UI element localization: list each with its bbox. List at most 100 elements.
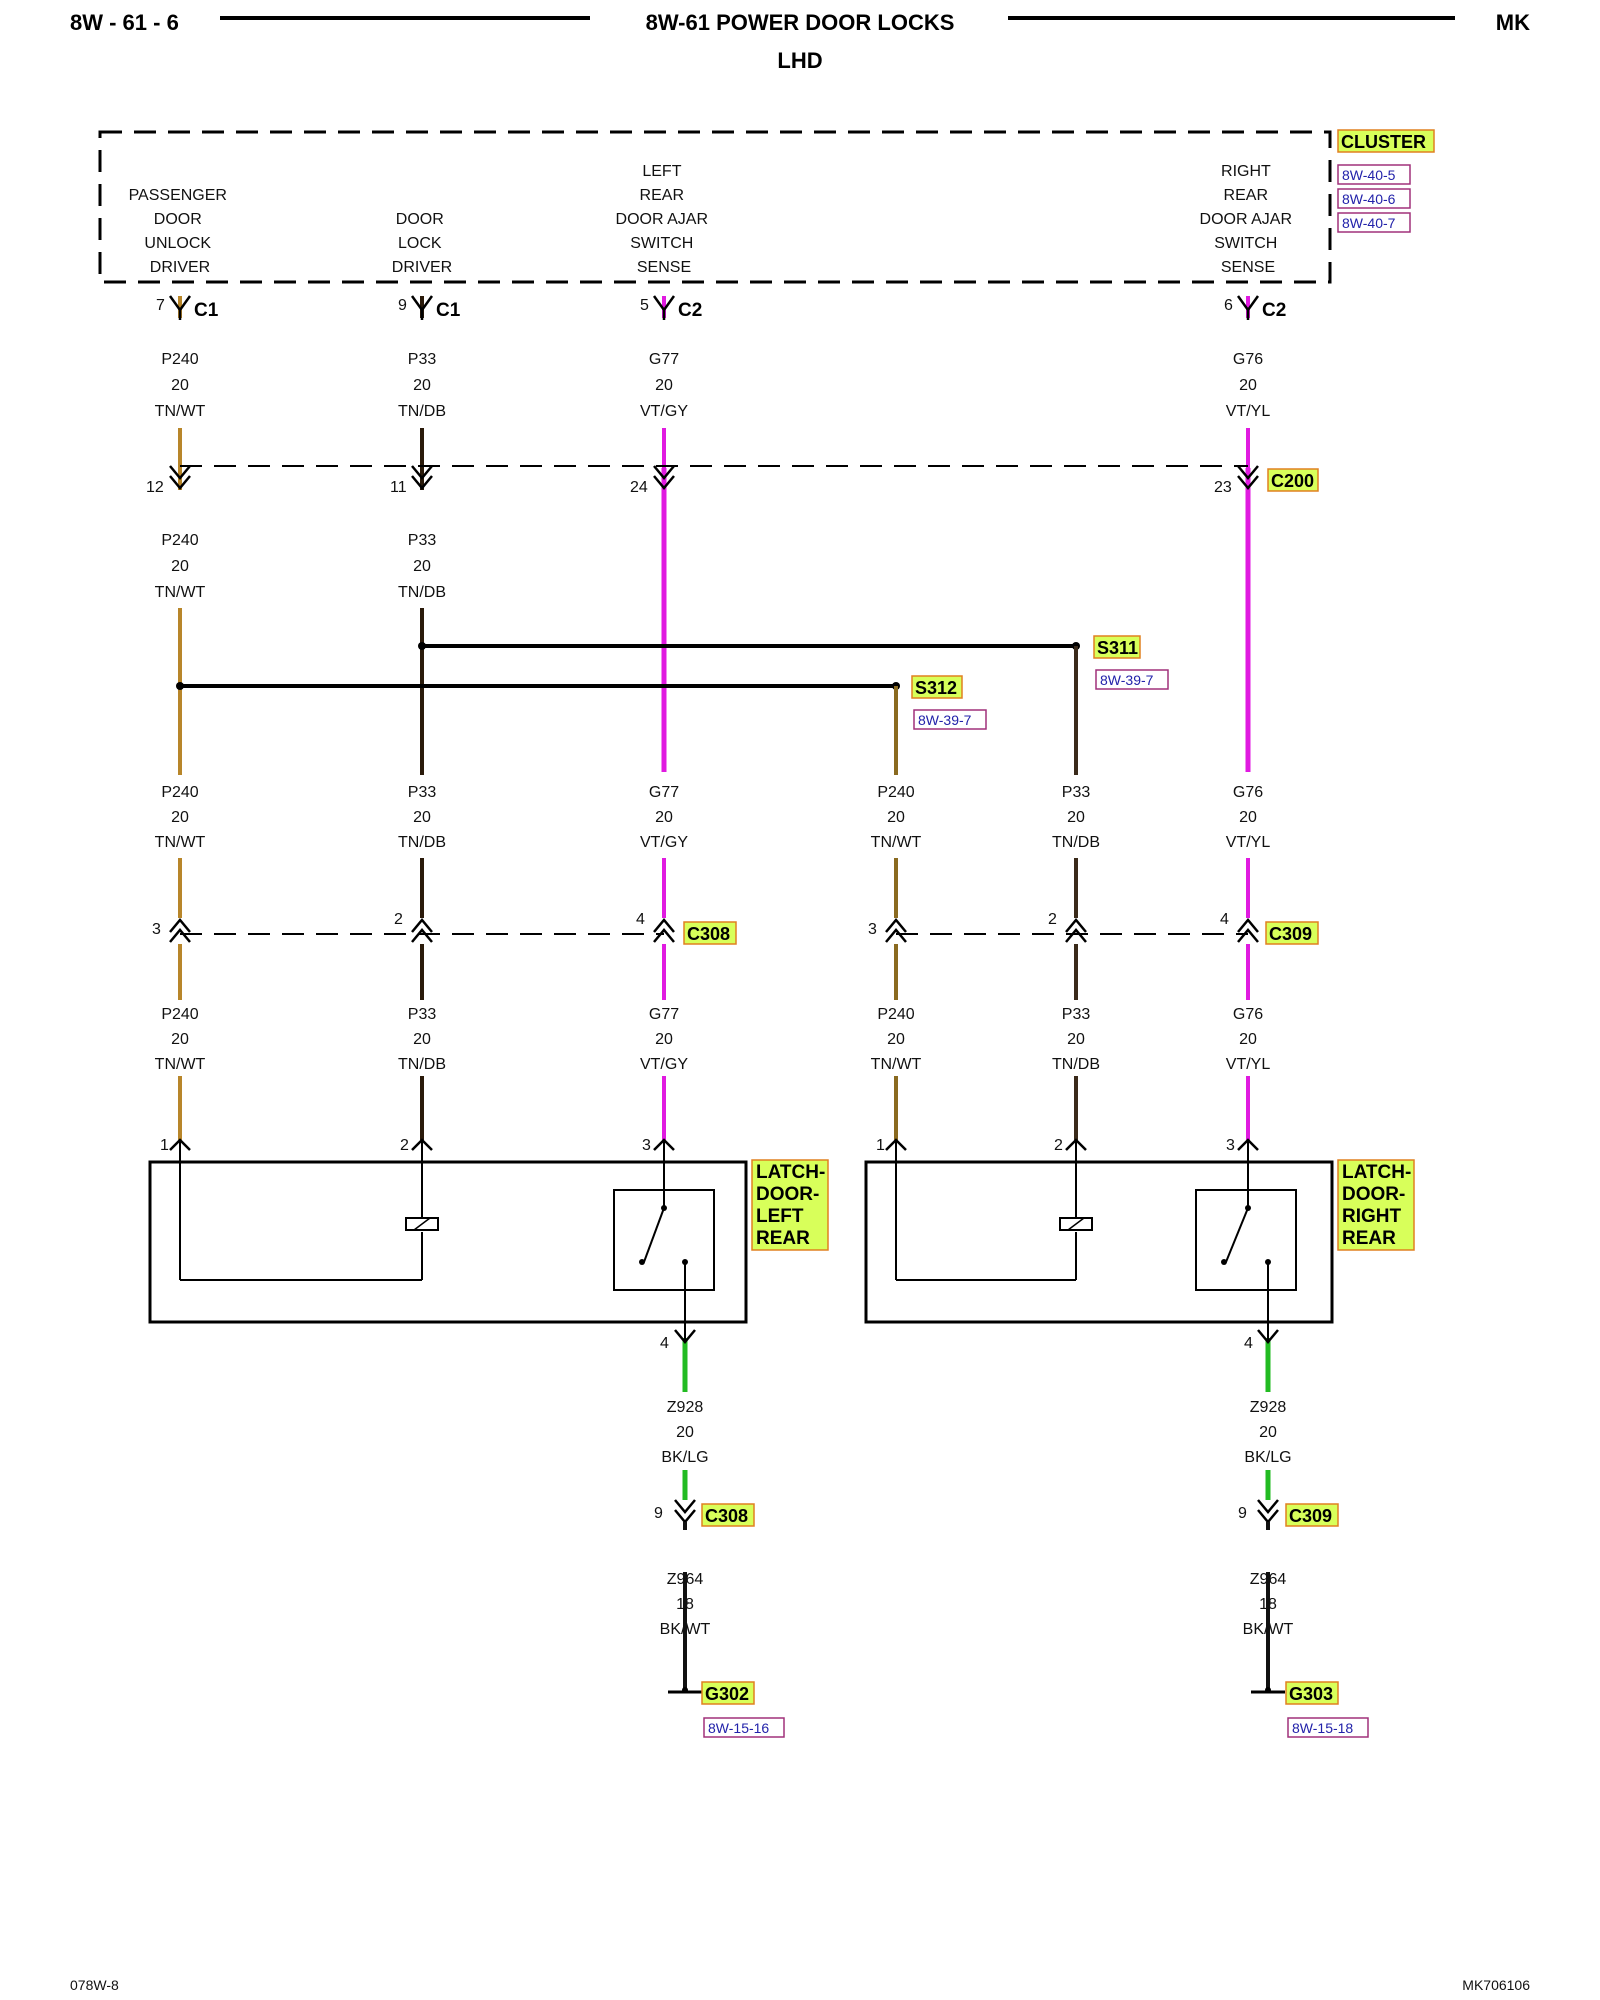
latch-right-rear: 1 2 3 4 LATCH- DOOR- RIGHT REAR bbox=[864, 1137, 1417, 1352]
connector-label: C309 bbox=[1289, 1506, 1332, 1526]
splice-label: S312 bbox=[915, 678, 957, 698]
component-label: LATCH- DOOR- RIGHT REAR bbox=[1342, 1162, 1417, 1249]
ref-link[interactable]: 8W-39-7 bbox=[1100, 672, 1154, 688]
pin-number: 1 bbox=[160, 1137, 169, 1154]
pin-number: 3 bbox=[1226, 1137, 1235, 1154]
pin-number: 2 bbox=[1048, 911, 1057, 928]
pin-number: 4 bbox=[636, 911, 645, 928]
pin-number: 12 bbox=[146, 479, 164, 496]
connector-label: C309 bbox=[1269, 924, 1312, 944]
connector-label: C2 bbox=[1262, 300, 1286, 321]
page-code: 8W - 61 - 6 bbox=[70, 10, 179, 35]
wire-runs bbox=[178, 296, 1271, 1680]
cluster-pin-labels: 7 C1 9 C1 5 C2 6 C2 bbox=[156, 297, 1286, 321]
pin-number: 3 bbox=[868, 921, 877, 938]
cluster-module: CLUSTER 8W-40-5 8W-40-6 8W-40-7 PASSENGE… bbox=[98, 129, 1435, 284]
ref-link[interactable]: 8W-15-18 bbox=[1292, 1720, 1353, 1736]
ground-label: G303 bbox=[1289, 1684, 1333, 1704]
ground-label: G302 bbox=[705, 1684, 749, 1704]
lower-wire-segments bbox=[178, 944, 1250, 1132]
cluster-label: CLUSTER bbox=[1341, 132, 1426, 152]
connector-label: C1 bbox=[436, 300, 461, 321]
pin-description: RIGHT REAR DOOR AJAR SWITCH SENSE bbox=[1200, 163, 1297, 276]
ref-link[interactable]: 8W-15-16 bbox=[708, 1720, 769, 1736]
c308-connector: 3 2 4 C308 bbox=[152, 911, 737, 945]
pin-number: 9 bbox=[398, 297, 407, 314]
ref-link[interactable]: 8W-40-7 bbox=[1342, 215, 1396, 231]
pin-number: 2 bbox=[400, 1137, 409, 1154]
ref-link[interactable]: 8W-40-6 bbox=[1342, 191, 1396, 207]
pin-number: 9 bbox=[654, 1505, 663, 1522]
pin-number: 7 bbox=[156, 297, 165, 314]
pin-number: 6 bbox=[1224, 297, 1233, 314]
pin-description: LEFT REAR DOOR AJAR SWITCH SENSE bbox=[616, 163, 713, 276]
page-title: 8W-61 POWER DOOR LOCKS bbox=[646, 10, 955, 35]
c200-connector: 12 11 24 23 C200 bbox=[146, 465, 1319, 496]
splice-label: S311 bbox=[1097, 638, 1138, 658]
pin-number: 23 bbox=[1214, 479, 1232, 496]
connector-label: C2 bbox=[678, 300, 702, 321]
pin-description: PASSENGER DOOR UNLOCK DRIVER bbox=[129, 187, 232, 276]
page-header: 8W - 61 - 6 8W-61 POWER DOOR LOCKS MK LH… bbox=[70, 10, 1530, 73]
pin-number: 1 bbox=[876, 1137, 885, 1154]
model-code: MK bbox=[1496, 10, 1530, 35]
connector-label: C1 bbox=[194, 300, 219, 321]
pin-number: 3 bbox=[152, 921, 161, 938]
cluster-pins bbox=[168, 295, 1260, 320]
pin-number: 11 bbox=[390, 479, 407, 496]
pin-number: 2 bbox=[394, 911, 403, 928]
pin-number: 4 bbox=[660, 1335, 669, 1352]
latch-left-rear: 1 2 3 4 LATCH- DOOR- LEFT REAR bbox=[148, 1137, 831, 1352]
footer-right-code: MK706106 bbox=[1462, 1977, 1530, 1993]
footer-left-code: 078W-8 bbox=[70, 1977, 119, 1993]
pin-number: 3 bbox=[642, 1137, 651, 1154]
c309-connector: 3 2 4 C309 bbox=[868, 911, 1319, 945]
pin-number: 5 bbox=[640, 297, 649, 314]
cluster-refs: 8W-40-5 8W-40-6 8W-40-7 bbox=[1337, 164, 1411, 233]
connector-label: C308 bbox=[705, 1506, 748, 1526]
pin-number: 2 bbox=[1054, 1137, 1063, 1154]
connector-label: C200 bbox=[1271, 471, 1314, 491]
ref-link[interactable]: 8W-39-7 bbox=[918, 712, 972, 728]
pin-number: 24 bbox=[630, 479, 648, 496]
pin-number: 4 bbox=[1244, 1335, 1253, 1352]
ref-link[interactable]: 8W-40-5 bbox=[1342, 167, 1396, 183]
pin-description: DOOR LOCK DRIVER bbox=[392, 211, 452, 276]
connector-label: C308 bbox=[687, 924, 730, 944]
pin-number: 4 bbox=[1220, 911, 1229, 928]
splices: S311 8W-39-7 S312 8W-39-7 bbox=[176, 635, 1169, 780]
component-label: LATCH- DOOR- LEFT REAR bbox=[756, 1162, 831, 1249]
c200-wire-segments bbox=[178, 428, 1250, 780]
pin-number: 9 bbox=[1238, 1505, 1247, 1522]
page-subtitle: LHD bbox=[777, 48, 822, 73]
